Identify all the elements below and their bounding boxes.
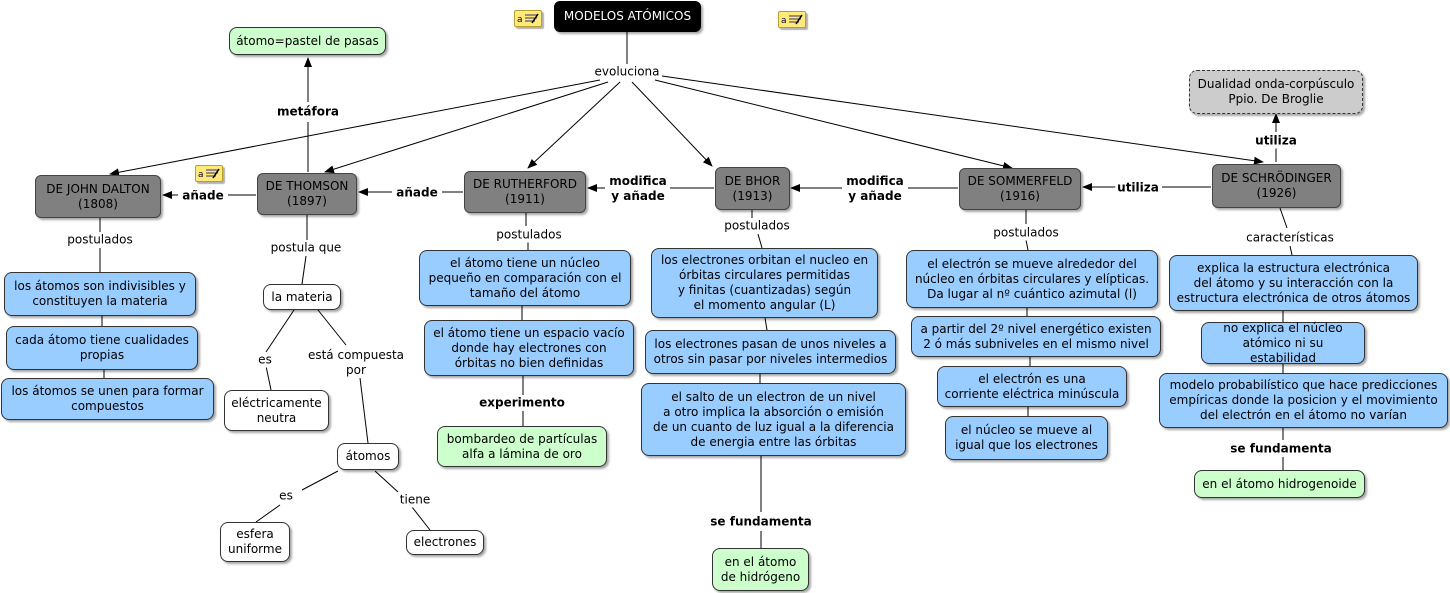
concept-esfera-uniforme[interactable]: esfera uniforme — [220, 522, 290, 562]
dalton-postulate[interactable]: los átomos son indivisibles y constituye… — [4, 272, 196, 316]
concept-de-broglie[interactable]: Dualidad onda-corpúsculo Ppio. De Brogli… — [1189, 70, 1363, 114]
link-label-utiliza-sommerfeld: utiliza — [1115, 180, 1161, 196]
rutherford-postulate[interactable]: el átomo tiene un núcleo pequeño en comp… — [419, 250, 631, 306]
link-label-postulados-bhor: postulados — [722, 218, 792, 234]
note-icon[interactable]: a — [778, 11, 806, 28]
bhor-postulate[interactable]: el salto de un electron de un nivel a ot… — [641, 383, 906, 456]
link-label-postulados-dalton: postulados — [65, 232, 135, 248]
link-label-se-fundamenta: se fundamenta — [1228, 441, 1334, 457]
concept-bombardeo[interactable]: bombardeo de partículas alfa a lámina de… — [437, 426, 607, 467]
dalton-postulate[interactable]: cada átomo tiene cualidades propias — [6, 326, 198, 370]
rutherford-postulate[interactable]: el átomo tiene un espacio vacío donde ha… — [424, 320, 634, 376]
link-label-caracteristicas: características — [1244, 230, 1336, 246]
model-rutherford[interactable]: DE RUTHERFORD (1911) — [464, 171, 586, 213]
link-label-postulados-rutherford: postulados — [494, 227, 564, 243]
model-dalton[interactable]: DE JOHN DALTON (1808) — [35, 175, 161, 218]
model-schrodinger[interactable]: DE SCHRÖDINGER (1926) — [1212, 164, 1341, 208]
concept-hidrogenoide[interactable]: en el átomo hidrogenoide — [1194, 470, 1365, 498]
link-label-tiene: tiene — [397, 492, 433, 508]
sommerfeld-postulate[interactable]: el núcleo se mueve al igual que los elec… — [945, 416, 1108, 460]
svg-text:a: a — [198, 170, 204, 180]
concept-electrones[interactable]: electrones — [406, 530, 484, 555]
link-label-postulados-sommerfeld: postulados — [991, 225, 1061, 241]
svg-text:a: a — [781, 16, 787, 26]
concept-hidrogeno[interactable]: en el átomo de hidrógeno — [712, 548, 809, 591]
bhor-postulate[interactable]: los electrones pasan de unos niveles a o… — [645, 330, 896, 374]
link-label-anade-thomson: añade — [394, 185, 440, 201]
sommerfeld-postulate[interactable]: el electrón se mueve alrededor del núcle… — [906, 250, 1158, 308]
link-label-postula-que: postula que — [268, 240, 344, 256]
link-label-esta-compuesta: está compuesta por — [305, 348, 407, 378]
concept-atomos[interactable]: átomos — [337, 443, 399, 470]
model-bhor[interactable]: DE BHOR (1913) — [715, 167, 790, 210]
schrodinger-feature[interactable]: modelo probabilístico que hace prediccio… — [1159, 373, 1448, 428]
link-label-es: es — [277, 488, 295, 504]
link-label-se-fundamenta: se fundamenta — [708, 514, 814, 530]
concept-la-materia[interactable]: la materia — [263, 284, 341, 310]
svg-text:a: a — [517, 15, 523, 25]
link-label-modifica-bhor: modifica y añade — [844, 174, 906, 204]
sommerfeld-postulate[interactable]: el electrón es una corriente eléctrica m… — [937, 366, 1127, 407]
link-label-metafora: metáfora — [275, 104, 341, 120]
model-sommerfeld[interactable]: DE SOMMERFELD (1916) — [959, 168, 1081, 210]
sommerfeld-postulate[interactable]: a partir del 2º nivel energético existen… — [911, 316, 1161, 357]
schrodinger-feature[interactable]: no explica el núcleo atómico ni su estab… — [1201, 321, 1365, 365]
root-title[interactable]: MODELOS ATÓMICOS — [554, 1, 701, 32]
bhor-postulate[interactable]: los electrones orbitan el nucleo en órbi… — [651, 248, 878, 318]
link-label-anade-dalton: añade — [180, 188, 226, 204]
link-label-experimento: experimento — [477, 395, 567, 411]
link-label-modifica-rutherford: modifica y añade — [607, 174, 669, 204]
concept-electricamente-neutra[interactable]: eléctricamente neutra — [224, 390, 329, 431]
link-label-es: es — [256, 352, 274, 368]
dalton-postulate[interactable]: los átomos se unen para formar compuesto… — [1, 378, 214, 420]
model-thomson[interactable]: DE THOMSON (1897) — [257, 173, 357, 215]
schrodinger-feature[interactable]: explica la estructura electrónica del át… — [1169, 255, 1418, 311]
concept-pastel-de-pasas[interactable]: átomo=pastel de pasas — [229, 27, 386, 55]
note-icon[interactable]: a — [195, 165, 223, 182]
link-label-evoluciona: evoluciona — [592, 64, 662, 80]
link-label-utiliza-broglie: utiliza — [1253, 133, 1299, 149]
note-icon[interactable]: a — [514, 10, 542, 27]
